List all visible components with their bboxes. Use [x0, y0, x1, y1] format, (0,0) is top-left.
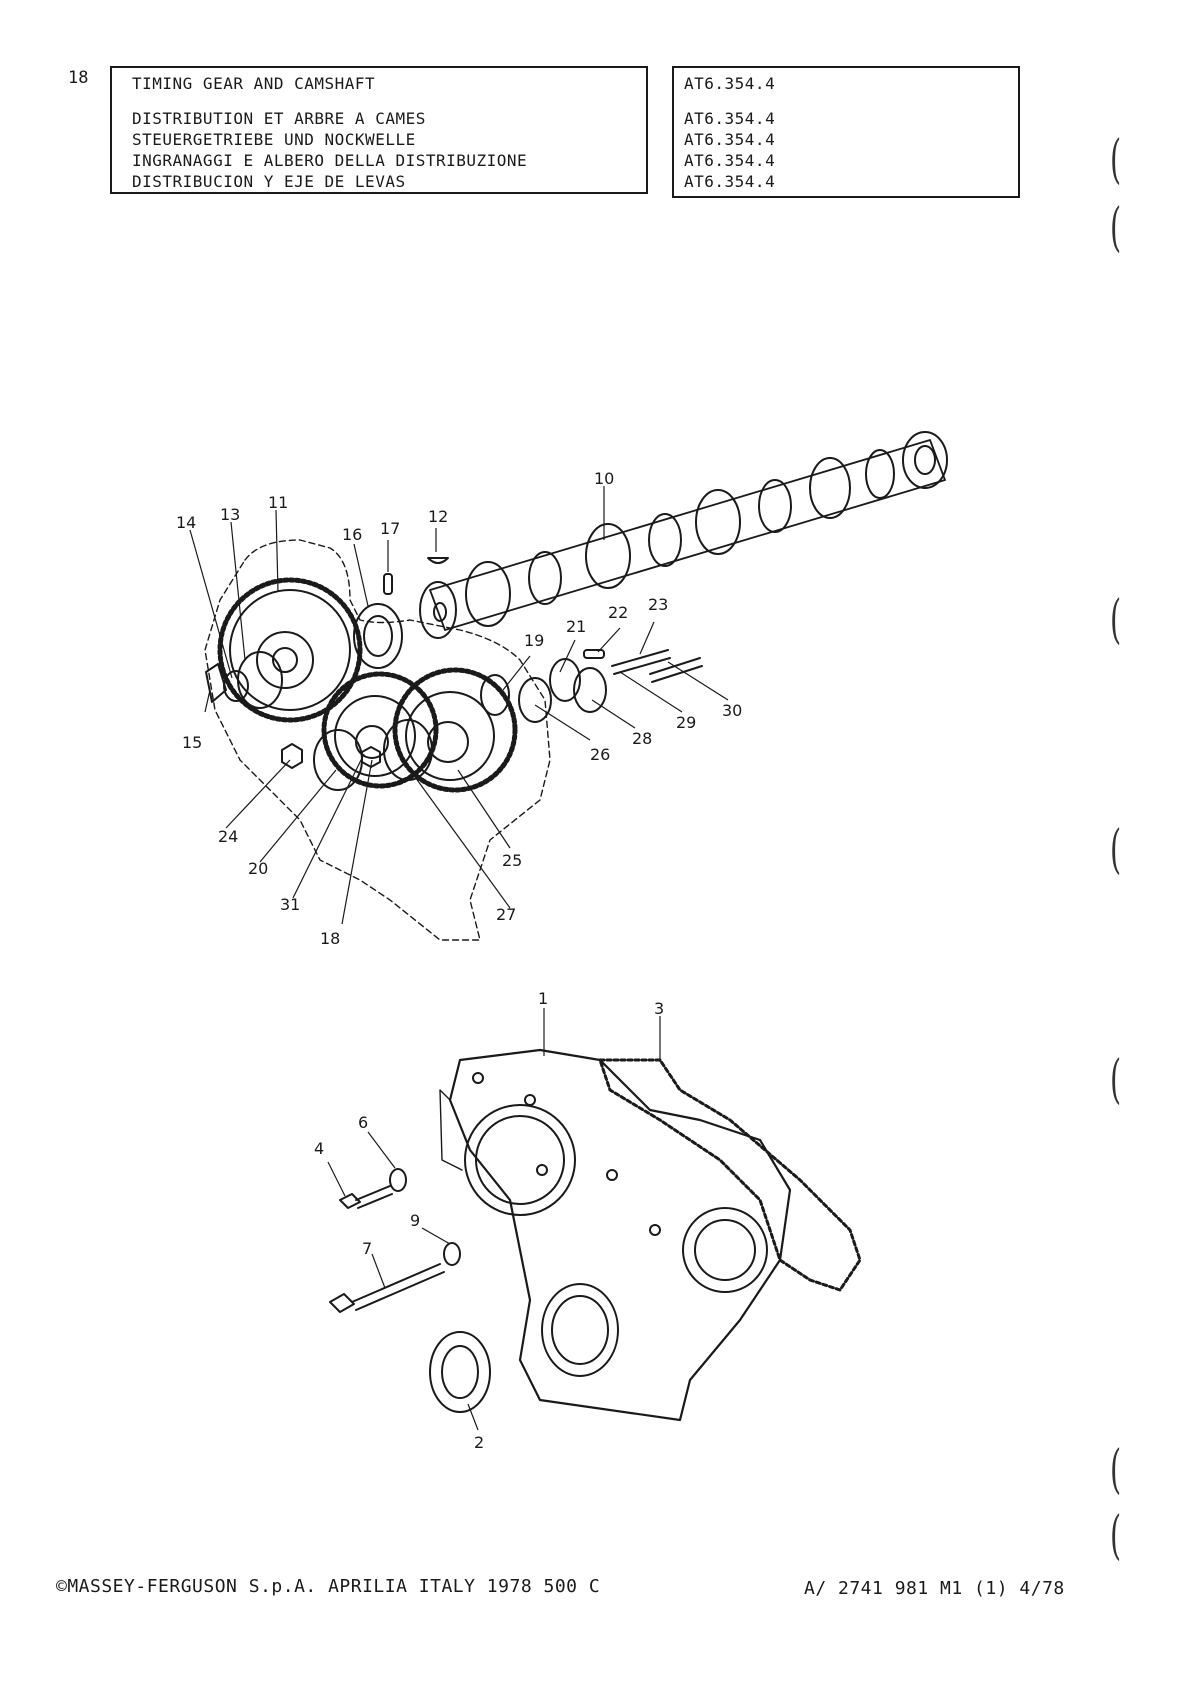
model-ref: AT6.354.4: [684, 109, 776, 128]
callout-1: 1: [538, 989, 548, 1008]
camshaft: [419, 431, 948, 639]
title-spanish: DISTRIBUCION Y EJE DE LEVAS: [132, 172, 406, 191]
binder-hole-mark: (: [1110, 820, 1122, 880]
binder-hole-mark: (: [1110, 590, 1122, 650]
title-french: DISTRIBUTION ET ARBRE A CAMES: [132, 109, 426, 128]
callout-15: 15: [182, 733, 202, 752]
callout-28: 28: [632, 729, 652, 748]
timing-cover: [448, 1048, 792, 1422]
page-number: 18: [68, 68, 89, 88]
callout-21: 21: [566, 617, 586, 636]
callout-30: 30: [722, 701, 742, 720]
callout-3: 3: [654, 999, 664, 1018]
model-ref: AT6.354.4: [684, 151, 776, 170]
callout-24: 24: [218, 827, 238, 846]
camshaft-gear: [217, 577, 363, 723]
copyright-footer: ©MASSEY-FERGUSON S.p.A. APRILIA ITALY 19…: [56, 1576, 601, 1597]
callout-14: 14: [176, 513, 196, 532]
model-ref: AT6.354.4: [684, 74, 776, 93]
callout-25: 25: [502, 851, 522, 870]
callout-29: 29: [676, 713, 696, 732]
housing-outline: [204, 539, 551, 941]
model-ref: AT6.354.4: [684, 172, 776, 191]
callout-23: 23: [648, 595, 668, 614]
leader-lines: [189, 486, 729, 1431]
binder-hole-mark: (: [1110, 198, 1122, 258]
callout-19: 19: [524, 631, 544, 650]
callout-31: 31: [280, 895, 300, 914]
callout-13: 13: [220, 505, 240, 524]
callout-26: 26: [590, 745, 610, 764]
callout-17: 17: [380, 519, 400, 538]
binder-hole-mark: (: [1110, 130, 1122, 190]
callout-16: 16: [342, 525, 362, 544]
idler-gear-b: [392, 667, 518, 793]
lower-callouts: 1 2 3 4 6 7 9: [314, 989, 664, 1452]
model-ref: AT6.354.4: [684, 130, 776, 149]
callout-27: 27: [496, 905, 516, 924]
callout-2: 2: [474, 1433, 484, 1452]
model-ref-box: AT6.354.4 AT6.354.4 AT6.354.4 AT6.354.4 …: [672, 66, 1020, 198]
title-box: TIMING GEAR AND CAMSHAFT DISTRIBUTION ET…: [110, 66, 648, 194]
callout-20: 20: [248, 859, 268, 878]
title-english: TIMING GEAR AND CAMSHAFT: [132, 74, 376, 93]
callout-7: 7: [362, 1239, 372, 1258]
callout-4: 4: [314, 1139, 324, 1158]
binder-hole-mark: (: [1110, 1506, 1122, 1566]
part-number-footer: A/ 2741 981 M1 (1) 4/78: [804, 1578, 1065, 1599]
gasket: [598, 1058, 862, 1292]
upper-callouts: 10 11 12 13 14 15 16 17 18 19 20 21 22 2…: [176, 469, 742, 948]
callout-9: 9: [410, 1211, 420, 1230]
callout-10: 10: [594, 469, 614, 488]
binder-hole-mark: (: [1110, 1440, 1122, 1500]
title-german: STEUERGETRIEBE UND NOCKWELLE: [132, 130, 416, 149]
callout-12: 12: [428, 507, 448, 526]
callout-6: 6: [358, 1113, 368, 1132]
title-italian: INGRANAGGI E ALBERO DELLA DISTRIBUZIONE: [132, 151, 528, 170]
callout-22: 22: [608, 603, 628, 622]
callout-11: 11: [268, 493, 288, 512]
binder-hole-mark: (: [1110, 1050, 1122, 1110]
idler-gear-a: [321, 671, 439, 789]
callout-18: 18: [320, 929, 340, 948]
